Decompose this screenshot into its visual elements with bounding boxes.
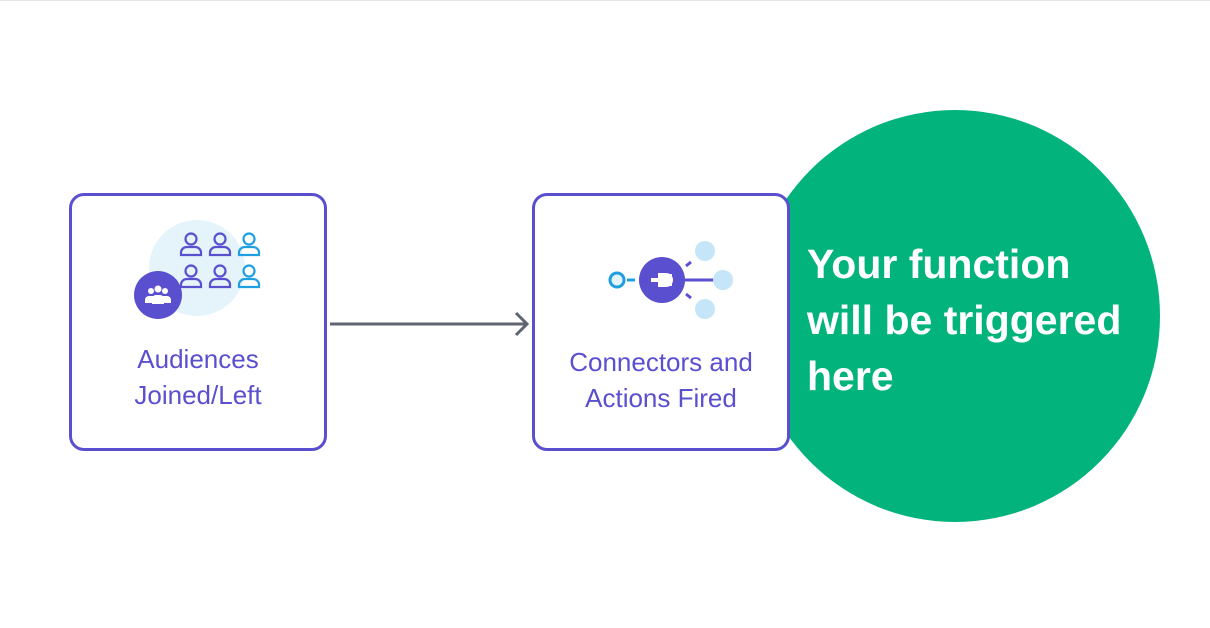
label-line: Actions Fired: [585, 383, 737, 413]
label-line: Joined/Left: [134, 380, 262, 410]
callout-line: here: [807, 353, 894, 399]
trigger-callout-text: Your function will be triggered here: [807, 236, 1121, 404]
callout-line: will be triggered: [807, 297, 1122, 343]
label-line: Connectors and: [569, 347, 753, 377]
audiences-label: Audiences Joined/Left: [72, 341, 324, 413]
audience-people-icon: [134, 220, 261, 319]
connectors-node: Connectors and Actions Fired: [532, 193, 790, 451]
callout-line: Your function: [807, 241, 1071, 287]
trigger-callout-circle: [750, 110, 1160, 522]
connectors-label: Connectors and Actions Fired: [535, 344, 787, 416]
label-line: Audiences: [137, 344, 259, 374]
audiences-node: Audiences Joined/Left: [69, 193, 327, 451]
top-divider: [0, 0, 1210, 1]
connector-plug-icon: [608, 241, 733, 319]
flow-arrow: [330, 311, 530, 337]
